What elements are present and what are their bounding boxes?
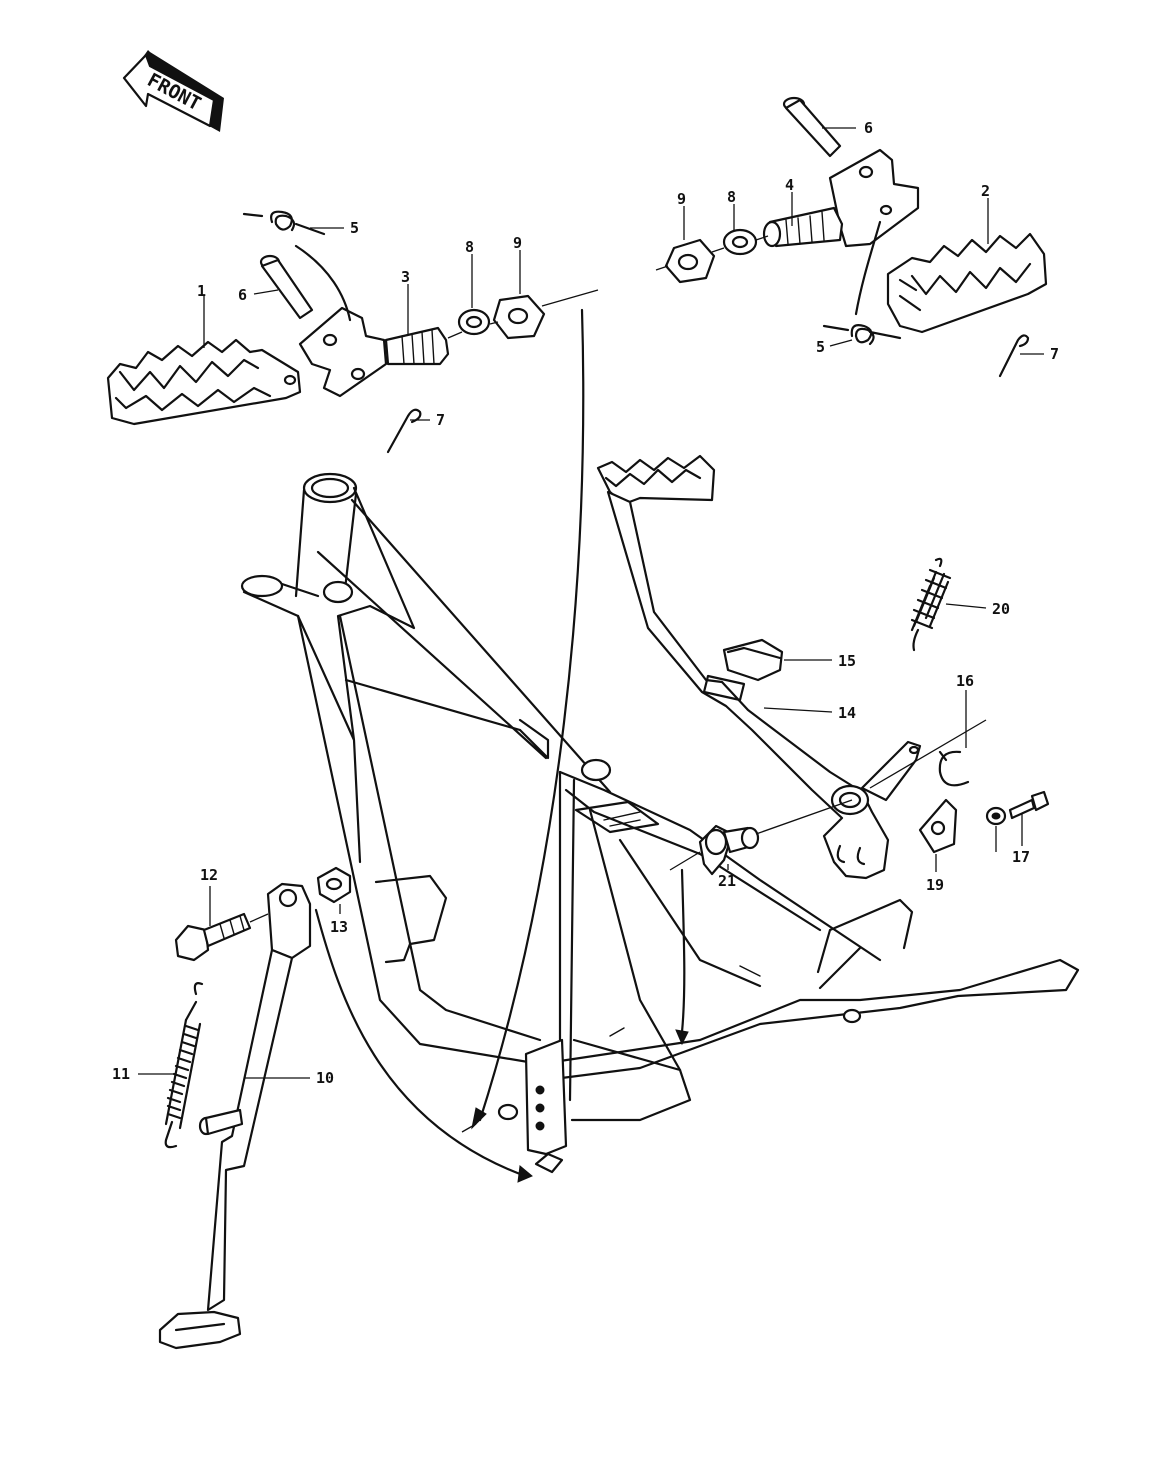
footpeg-bracket-right (762, 148, 920, 248)
callout-19: 19 (926, 876, 944, 894)
callout-11: 11 (112, 1065, 130, 1083)
washer-right (722, 228, 758, 256)
callout-16: 16 (956, 672, 974, 690)
callout-6-right: 6 (864, 119, 873, 137)
callout-7-right: 7 (1050, 345, 1059, 363)
callout-15: 15 (838, 652, 856, 670)
callout-8-right: 8 (727, 188, 736, 206)
nut-left (492, 294, 546, 340)
nut-right (664, 238, 716, 284)
callout-6-left: 6 (238, 286, 247, 304)
callout-5-left: 5 (350, 219, 359, 237)
callout-3: 3 (401, 268, 410, 286)
callout-20: 20 (992, 600, 1010, 618)
stand-spring (164, 982, 204, 1149)
callout-21: 21 (718, 872, 736, 890)
callout-5-right: 5 (816, 338, 825, 356)
shaft (698, 824, 760, 876)
cotter-pin-right (998, 334, 1030, 378)
washer-left (457, 308, 491, 336)
callout-1: 1 (197, 282, 206, 300)
stand-pin (198, 1108, 244, 1136)
callout-9-left: 9 (513, 234, 522, 252)
callout-2: 2 (981, 182, 990, 200)
spring-left (242, 210, 352, 322)
callout-13: 13 (330, 918, 348, 936)
stand-nut (316, 866, 352, 904)
pin-right (782, 96, 842, 158)
bolt-17 (1008, 790, 1050, 820)
circlip (938, 750, 970, 787)
washer-17 (985, 806, 1007, 826)
callout-8-left: 8 (465, 238, 474, 256)
footpeg-bracket-left (298, 306, 450, 398)
callout-14: 14 (838, 704, 856, 722)
brake-pedal (596, 454, 922, 880)
footpeg-left (106, 338, 302, 426)
spring-right (822, 220, 902, 346)
pin-left (259, 254, 314, 320)
footpeg-right (886, 232, 1048, 334)
pedal-rubber (722, 638, 784, 682)
callout-9-right: 9 (677, 190, 686, 208)
callout-7-left: 7 (436, 411, 445, 429)
callout-12: 12 (200, 866, 218, 884)
side-stand (158, 882, 312, 1350)
callout-4: 4 (785, 176, 794, 194)
frame (240, 472, 1080, 1174)
stand-bolt (174, 912, 252, 962)
callout-10: 10 (316, 1069, 334, 1087)
pedal-spring (910, 557, 952, 652)
callout-17: 17 (1012, 848, 1030, 866)
callouts: 1 2 3 4 5 5 6 6 7 7 8 8 9 9 10 11 12 (112, 119, 1059, 1087)
plate (918, 798, 958, 854)
cotter-pin-left (386, 408, 422, 454)
front-arrow-badge: FRONT (122, 50, 224, 132)
